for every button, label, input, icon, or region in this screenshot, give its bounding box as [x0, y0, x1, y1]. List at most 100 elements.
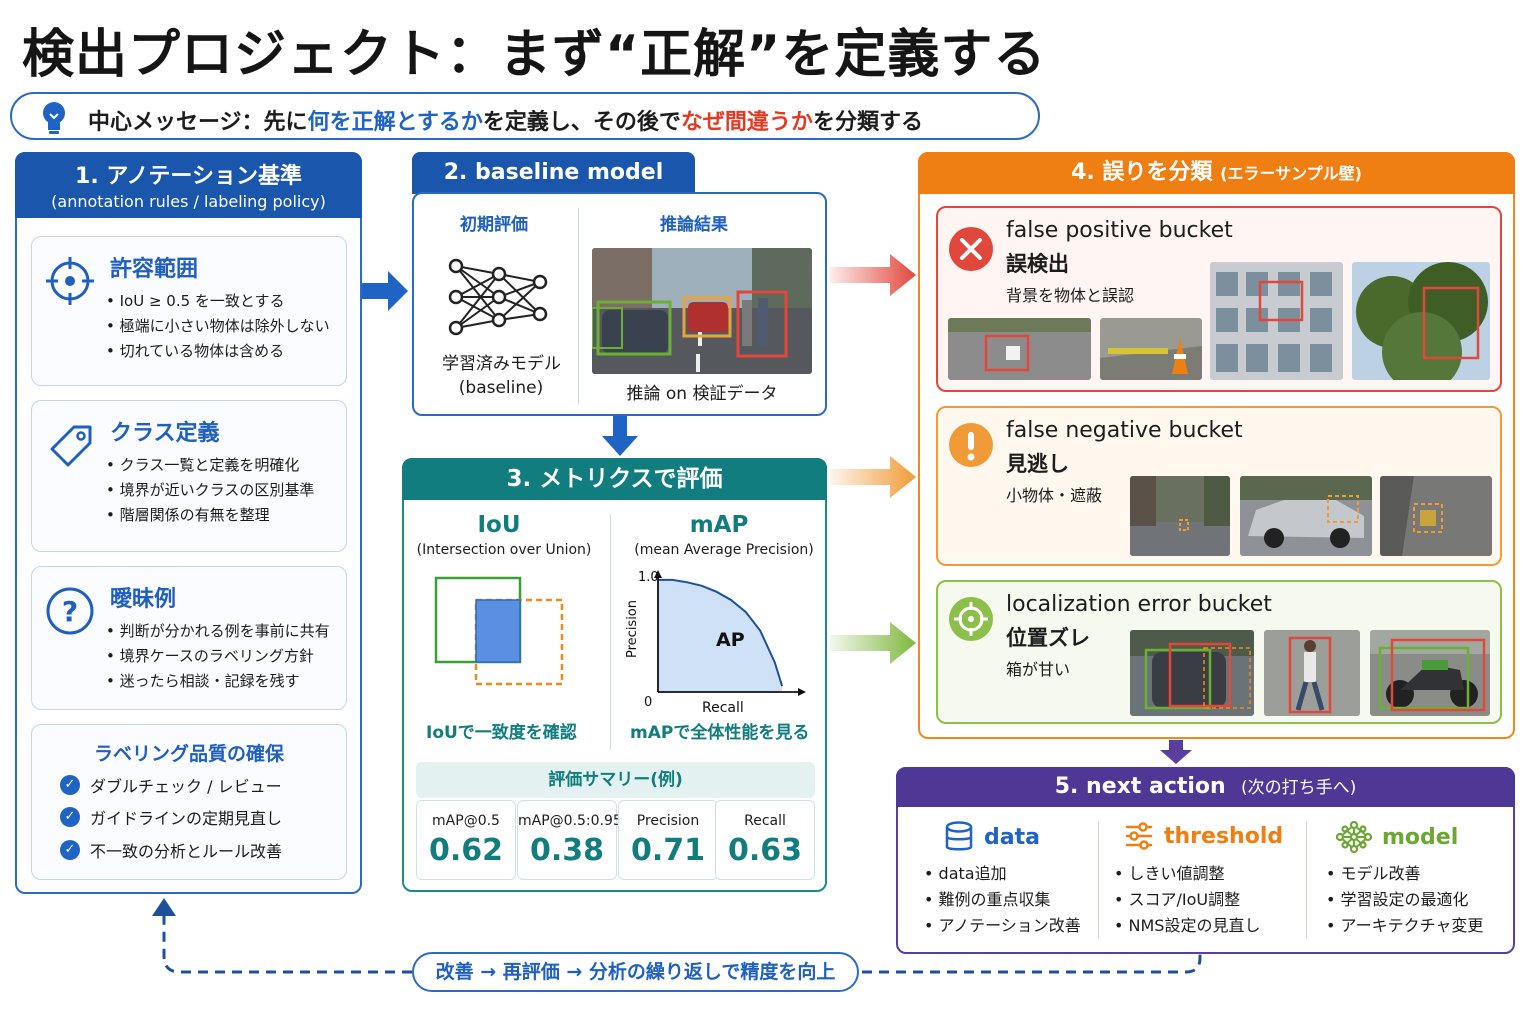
card-tolerance: 許容範囲 IoU ≥ 0.5 を一致とする 極端に小さい物体は除外しない 切れて…	[31, 236, 347, 386]
fp-sample-traffic-cone	[1100, 318, 1202, 380]
action-threshold-title: threshold	[1164, 823, 1284, 849]
le-sample-pedestrian	[1264, 630, 1360, 716]
tag-icon	[44, 419, 96, 475]
divider	[1306, 821, 1307, 939]
le-title: localization error bucket	[1006, 592, 1272, 617]
iou-subtitle: (Intersection over Union)	[416, 542, 592, 558]
le-sample-car	[1130, 630, 1254, 716]
action-data-list: data追加 難例の重点収集 アノテーション改善	[924, 861, 1081, 939]
card-class-definition-title: クラス定義	[110, 421, 220, 446]
exclamation-circle-icon	[949, 423, 993, 467]
fn-sample-street	[1130, 476, 1230, 556]
list-item: しきい値調整	[1114, 861, 1260, 887]
list-item: クラス一覧と定義を明確化	[106, 453, 314, 478]
page-title: 検出プロジェクト：まず“正解”を定義する	[22, 25, 1047, 85]
y-axis-label: Precision	[625, 600, 640, 658]
action-model-header: model	[1336, 821, 1458, 853]
action-data-header: data	[944, 821, 1040, 853]
summary-value: 0.71	[630, 833, 706, 868]
card-quality: ラベリング品質の確保 ✓ダブルチェック / レビュー ✓ガイドラインの定期見直し…	[31, 724, 347, 880]
y-tick-label: 1.0	[638, 570, 659, 585]
error-classification-note: (エラーサンプル壁)	[1220, 164, 1362, 183]
le-sample-motorcycle	[1370, 630, 1490, 716]
card-tolerance-list: IoU ≥ 0.5 を一致とする 極端に小さい物体は除外しない 切れている物体は…	[106, 289, 330, 364]
list-item: スコア/IoU調整	[1114, 887, 1260, 913]
message-highlight-what: 何を正解とするか	[307, 110, 483, 135]
card-class-definition-list: クラス一覧と定義を明確化 境界が近いクラスの区別基準 階層関係の有無を整理	[106, 453, 315, 528]
fp-jp: 誤検出	[1006, 252, 1069, 276]
feedback-loop-label: 改善 → 再評価 → 分析の繰り返しで精度を向上	[412, 952, 859, 992]
check-icon: ✓	[60, 840, 80, 860]
message-suffix: を分類する	[812, 110, 923, 135]
map-footer: mAPで全体性能を見る	[630, 723, 810, 743]
fp-desc: 背景を物体と誤認	[1006, 286, 1135, 305]
arrow-down-icon	[602, 416, 638, 456]
next-action-header: 5. next action (次の打ち手へ)	[896, 767, 1515, 807]
list-item: 学習設定の最適化	[1326, 887, 1483, 913]
list-item: モデル改善	[1326, 861, 1483, 887]
next-action-title: 5. next action	[1054, 774, 1226, 799]
le-jp: 位置ズレ	[1006, 626, 1090, 650]
list-item: data追加	[924, 861, 1081, 887]
arrow-right-orange-icon	[830, 456, 916, 498]
fp-sample-road-marking	[948, 318, 1091, 380]
quality-item-label: 不一致の分析とルール改善	[90, 842, 283, 861]
next-action-panel: 5. next action (次の打ち手へ) data data追加 難例の重…	[896, 767, 1515, 954]
x-tick-label: 0	[644, 695, 652, 710]
metrics-title: 3. メトリクスで評価	[402, 458, 827, 500]
central-message-bar: 中心メッセージ：先に何を正解とするかを定義し、その後でなぜ間違うかを分類する	[10, 92, 1040, 140]
feedback-loop-path	[152, 898, 1202, 974]
list-item: 迷ったら相談・記録を残す	[106, 669, 330, 694]
baseline-model-header: 2. baseline model	[412, 152, 695, 194]
summary-label: Precision	[636, 813, 700, 829]
summary-title: 評価サマリー(例)	[416, 762, 815, 798]
question-icon: ?	[44, 585, 96, 641]
arrow-right-icon	[362, 271, 408, 311]
fn-title: false negative bucket	[1006, 418, 1243, 443]
quality-item: ✓ 不一致の分析とルール改善	[60, 838, 282, 862]
message-middle: を定義し、その後で	[482, 110, 681, 135]
iou-title: IoU	[477, 512, 521, 538]
arrow-down-purple-icon	[1160, 740, 1192, 764]
arrow-right-green-icon	[830, 622, 916, 664]
annotation-rules-subtitle: (annotation rules / labeling policy)	[51, 192, 326, 211]
card-ambiguous-list: 判断が分かれる例を事前に共有 境界ケースのラベリング方針 迷ったら相談・記録を残…	[106, 619, 330, 694]
y-axis-arrow-icon	[654, 570, 662, 578]
divider	[610, 514, 611, 750]
svg-text:?: ?	[62, 595, 78, 628]
action-threshold-list: しきい値調整 スコア/IoU調整 NMS設定の見直し	[1114, 861, 1261, 939]
summary-label: Recall	[744, 813, 786, 829]
list-item: 難例の重点収集	[924, 887, 1081, 913]
lightbulb-icon	[38, 100, 70, 140]
summary-cell-precision: Precision 0.71	[618, 800, 718, 880]
le-desc: 箱が甘い	[1006, 660, 1071, 679]
list-item: 極端に小さい物体は除外しない	[106, 314, 330, 339]
annotation-rules-header: 1. アノテーション基準 (annotation rules / labelin…	[15, 152, 362, 218]
baseline-model-panel: 初期評価 学習済みモデル (baseline) 推論結果	[412, 192, 827, 416]
message-highlight-why: なぜ間違うか	[680, 110, 813, 135]
summary-label: mAP@0.5	[432, 813, 500, 829]
x-axis-arrow-icon	[798, 688, 806, 696]
false-positive-bucket: false positive bucket 誤検出 背景を物体と誤認	[936, 206, 1502, 392]
next-action-note: (次の打ち手へ)	[1241, 778, 1357, 798]
action-threshold-header: threshold	[1124, 821, 1283, 851]
false-negative-bucket: false negative bucket 見逃し 小物体・遮蔽	[936, 406, 1502, 566]
database-icon	[945, 821, 973, 851]
summary-cell-map5095: mAP@0.5:0.95 0.38	[517, 800, 622, 880]
list-item: アーキテクチャ変更	[1326, 913, 1484, 939]
x-axis-label: Recall	[702, 700, 744, 714]
card-ambiguous-title: 曖昧例	[110, 587, 177, 612]
summary-cell-recall: Recall 0.63	[715, 800, 815, 880]
fn-sample-car	[1240, 476, 1372, 556]
summary-value: 0.63	[727, 833, 803, 868]
error-classification-header: 4. 誤りを分類 (エラーサンプル壁)	[918, 152, 1515, 194]
arrow-right-red-icon	[830, 254, 916, 296]
annotation-rules-panel: 1. アノテーション基準 (annotation rules / labelin…	[15, 152, 362, 894]
neural-network-icon	[448, 258, 548, 336]
quality-item-label: ダブルチェック / レビュー	[90, 777, 282, 796]
map-title: mAP	[689, 512, 749, 538]
list-item: アノテーション改善	[924, 913, 1081, 939]
divider	[578, 208, 579, 404]
network-icon	[1336, 821, 1372, 853]
fp-sample-tree	[1352, 262, 1490, 380]
